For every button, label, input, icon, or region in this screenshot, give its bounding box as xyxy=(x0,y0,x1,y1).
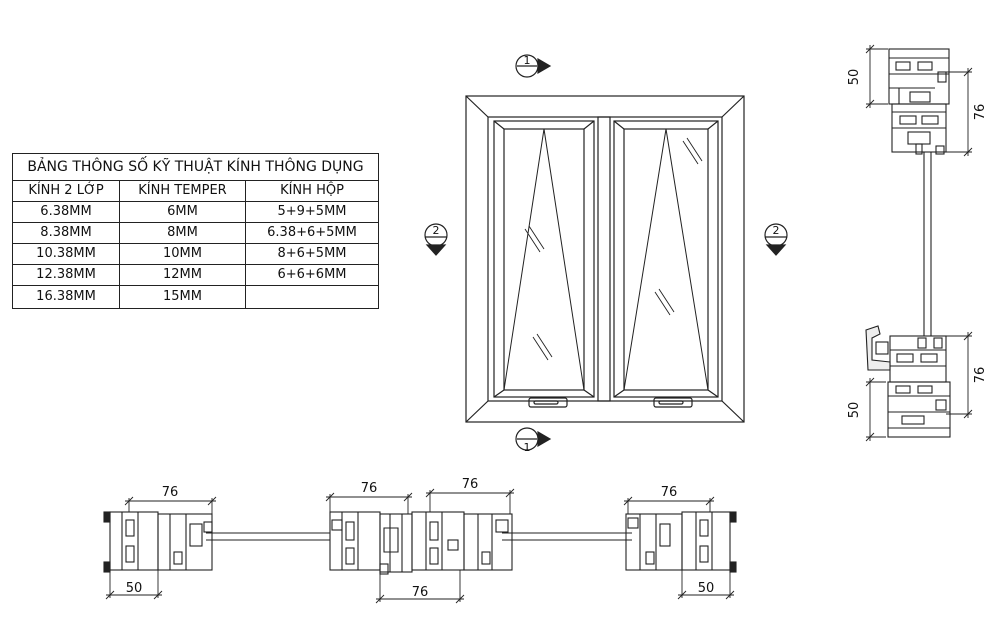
vertical-section-dimensions xyxy=(865,44,973,442)
section-marker-top-label: 1 xyxy=(524,54,531,67)
table-cell: 12.38MM xyxy=(12,264,120,286)
table-row: 12.38MM 12MM 6+6+6MM xyxy=(12,264,379,286)
dim-horizontal-right-bottom: 50 xyxy=(698,581,715,596)
dim-horizontal-center-bottom: 76 xyxy=(412,585,429,600)
spec-table-header: KÍNH HỘP xyxy=(245,180,379,202)
table-cell: 5+9+5MM xyxy=(245,201,379,223)
table-cell: 6.38MM xyxy=(12,201,120,223)
spec-table-title: BẢNG THÔNG SỐ KỸ THUẬT KÍNH THÔNG DỤNG xyxy=(12,153,379,181)
dim-vertical-top-inner: 76 xyxy=(973,104,988,121)
table-cell xyxy=(245,285,379,309)
section-marker-bottom-label: 1 xyxy=(524,441,531,454)
window-elevation xyxy=(465,95,745,423)
table-row: 6.38MM 6MM 5+9+5MM xyxy=(12,201,379,223)
table-cell: 15MM xyxy=(119,285,246,309)
table-cell: 8.38MM xyxy=(12,222,120,244)
table-row: 8.38MM 8MM 6.38+6+5MM xyxy=(12,222,379,244)
dim-horizontal-left-top: 76 xyxy=(162,485,179,500)
dim-horizontal-right-top: 76 xyxy=(661,485,678,500)
table-cell: 6+6+6MM xyxy=(245,264,379,286)
dim-vertical-bottom-inner: 76 xyxy=(973,367,988,384)
spec-table-header-row: KÍNH 2 LỚP KÍNH TEMPER KÍNH HỘP xyxy=(12,180,379,202)
table-cell: 6.38+6+5MM xyxy=(245,222,379,244)
horizontal-section-dimensions xyxy=(105,488,735,604)
dim-vertical-bottom-outer: 50 xyxy=(847,402,862,419)
horizontal-section xyxy=(103,511,737,575)
table-row: 10.38MM 10MM 8+6+5MM xyxy=(12,243,379,265)
table-cell: 12MM xyxy=(119,264,246,286)
section-marker-right: 2 xyxy=(764,223,788,256)
section-marker-top: 1 xyxy=(515,54,552,78)
section-marker-bottom: 1 xyxy=(515,427,552,454)
section-marker-left: 2 xyxy=(424,223,448,256)
table-cell: 6MM xyxy=(119,201,246,223)
table-cell: 16.38MM xyxy=(12,285,120,309)
spec-table-header: KÍNH 2 LỚP xyxy=(12,180,120,202)
table-cell: 10MM xyxy=(119,243,246,265)
table-row: 16.38MM 15MM xyxy=(12,285,379,309)
table-cell: 8+6+5MM xyxy=(245,243,379,265)
dim-horizontal-center-right-top: 76 xyxy=(462,477,479,492)
dim-horizontal-left-bottom: 50 xyxy=(126,581,143,596)
glass-spec-table: BẢNG THÔNG SỐ KỸ THUẬT KÍNH THÔNG DỤNG K… xyxy=(12,153,379,309)
vertical-section xyxy=(865,48,951,438)
dim-vertical-top-outer: 50 xyxy=(847,69,862,86)
table-cell: 10.38MM xyxy=(12,243,120,265)
spec-table-header: KÍNH TEMPER xyxy=(119,180,246,202)
section-marker-left-label: 2 xyxy=(433,224,440,237)
dim-horizontal-center-left-top: 76 xyxy=(361,481,378,496)
table-cell: 8MM xyxy=(119,222,246,244)
section-marker-right-label: 2 xyxy=(773,224,780,237)
spec-table-title-row: BẢNG THÔNG SỐ KỸ THUẬT KÍNH THÔNG DỤNG xyxy=(12,153,379,181)
